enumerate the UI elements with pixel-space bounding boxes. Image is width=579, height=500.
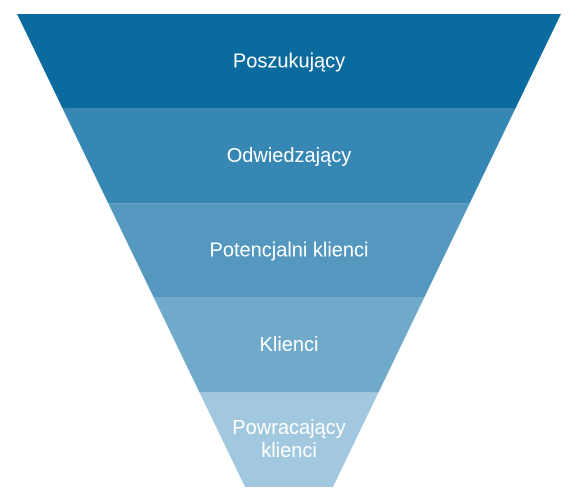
funnel-stage-4: Klienci bbox=[153, 297, 425, 393]
funnel-stage-label: Poszukujący bbox=[233, 50, 345, 72]
funnel-stage-band bbox=[17, 14, 561, 109]
funnel-stage-2: Odwiedzający bbox=[62, 108, 516, 204]
funnel-stage-label: Potencjalni klienci bbox=[210, 240, 369, 262]
funnel-stage-band bbox=[153, 297, 425, 393]
funnel-stage-band bbox=[62, 108, 516, 204]
funnel-stage-label: Powracający bbox=[232, 417, 345, 439]
funnel-stage-label: Klienci bbox=[260, 334, 319, 356]
funnel-stage-band bbox=[199, 392, 379, 487]
funnel-stage-3: Potencjalni klienci bbox=[108, 203, 470, 298]
funnel-stage-band bbox=[108, 203, 470, 298]
funnel-stage-label: klienci bbox=[261, 440, 317, 462]
funnel-stage-label: Odwiedzający bbox=[227, 145, 352, 167]
funnel-stage-1: Poszukujący bbox=[17, 14, 561, 109]
